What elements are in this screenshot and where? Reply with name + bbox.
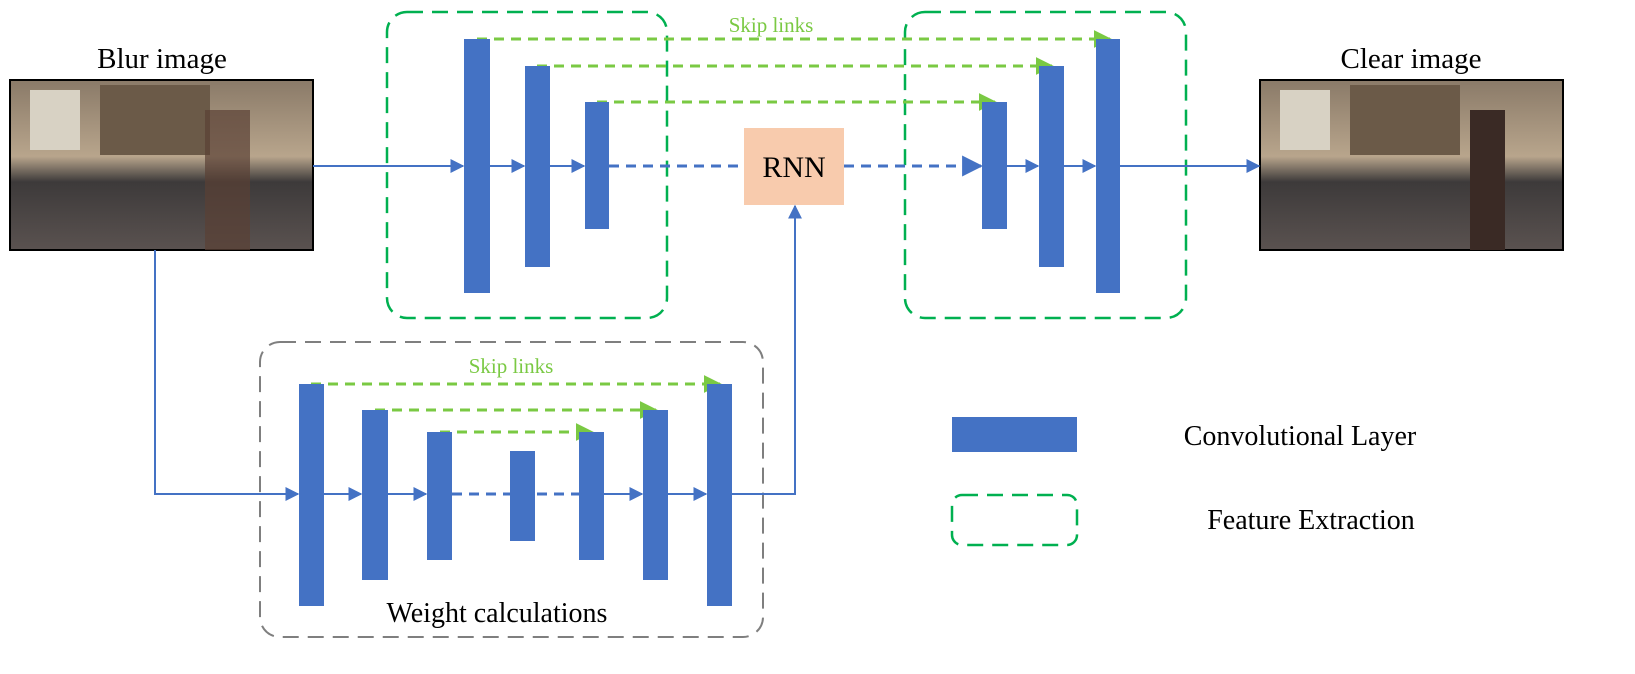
conv-layer	[362, 410, 388, 580]
legend-conv-label: Convolutional Layer	[1184, 421, 1417, 452]
conv-layer	[579, 432, 604, 560]
skip-links-label-bottom: Skip links	[469, 354, 554, 378]
weight-calculations-box	[259, 341, 764, 638]
conv-layer	[299, 384, 324, 606]
conv-layer	[585, 102, 609, 229]
output-image-label: Clear image	[1341, 43, 1482, 75]
conv-layer	[427, 432, 452, 560]
conv-layer	[525, 66, 550, 267]
conv-layer	[510, 451, 535, 541]
conv-layer	[1039, 66, 1064, 267]
weight-calculations-label: Weight calculations	[387, 598, 608, 629]
rnn-block: RNN	[744, 128, 844, 205]
input-image-label: Blur image	[97, 43, 227, 75]
skip-links-label-top: Skip links	[729, 13, 814, 37]
conv-layer	[643, 410, 668, 580]
legend: Convolutional Layer Feature Extraction	[950, 417, 1417, 547]
conv-layer	[1096, 39, 1120, 293]
blur-image	[9, 79, 314, 251]
rnn-label: RNN	[762, 151, 825, 184]
conv-layer	[982, 102, 1007, 229]
conv-layer	[464, 39, 490, 293]
conv-layer	[707, 384, 732, 606]
legend-conv-symbol	[952, 417, 1077, 452]
clear-image	[1259, 79, 1564, 251]
legend-feature-symbol	[950, 493, 1079, 547]
legend-feature-label: Feature Extraction	[1207, 505, 1415, 536]
